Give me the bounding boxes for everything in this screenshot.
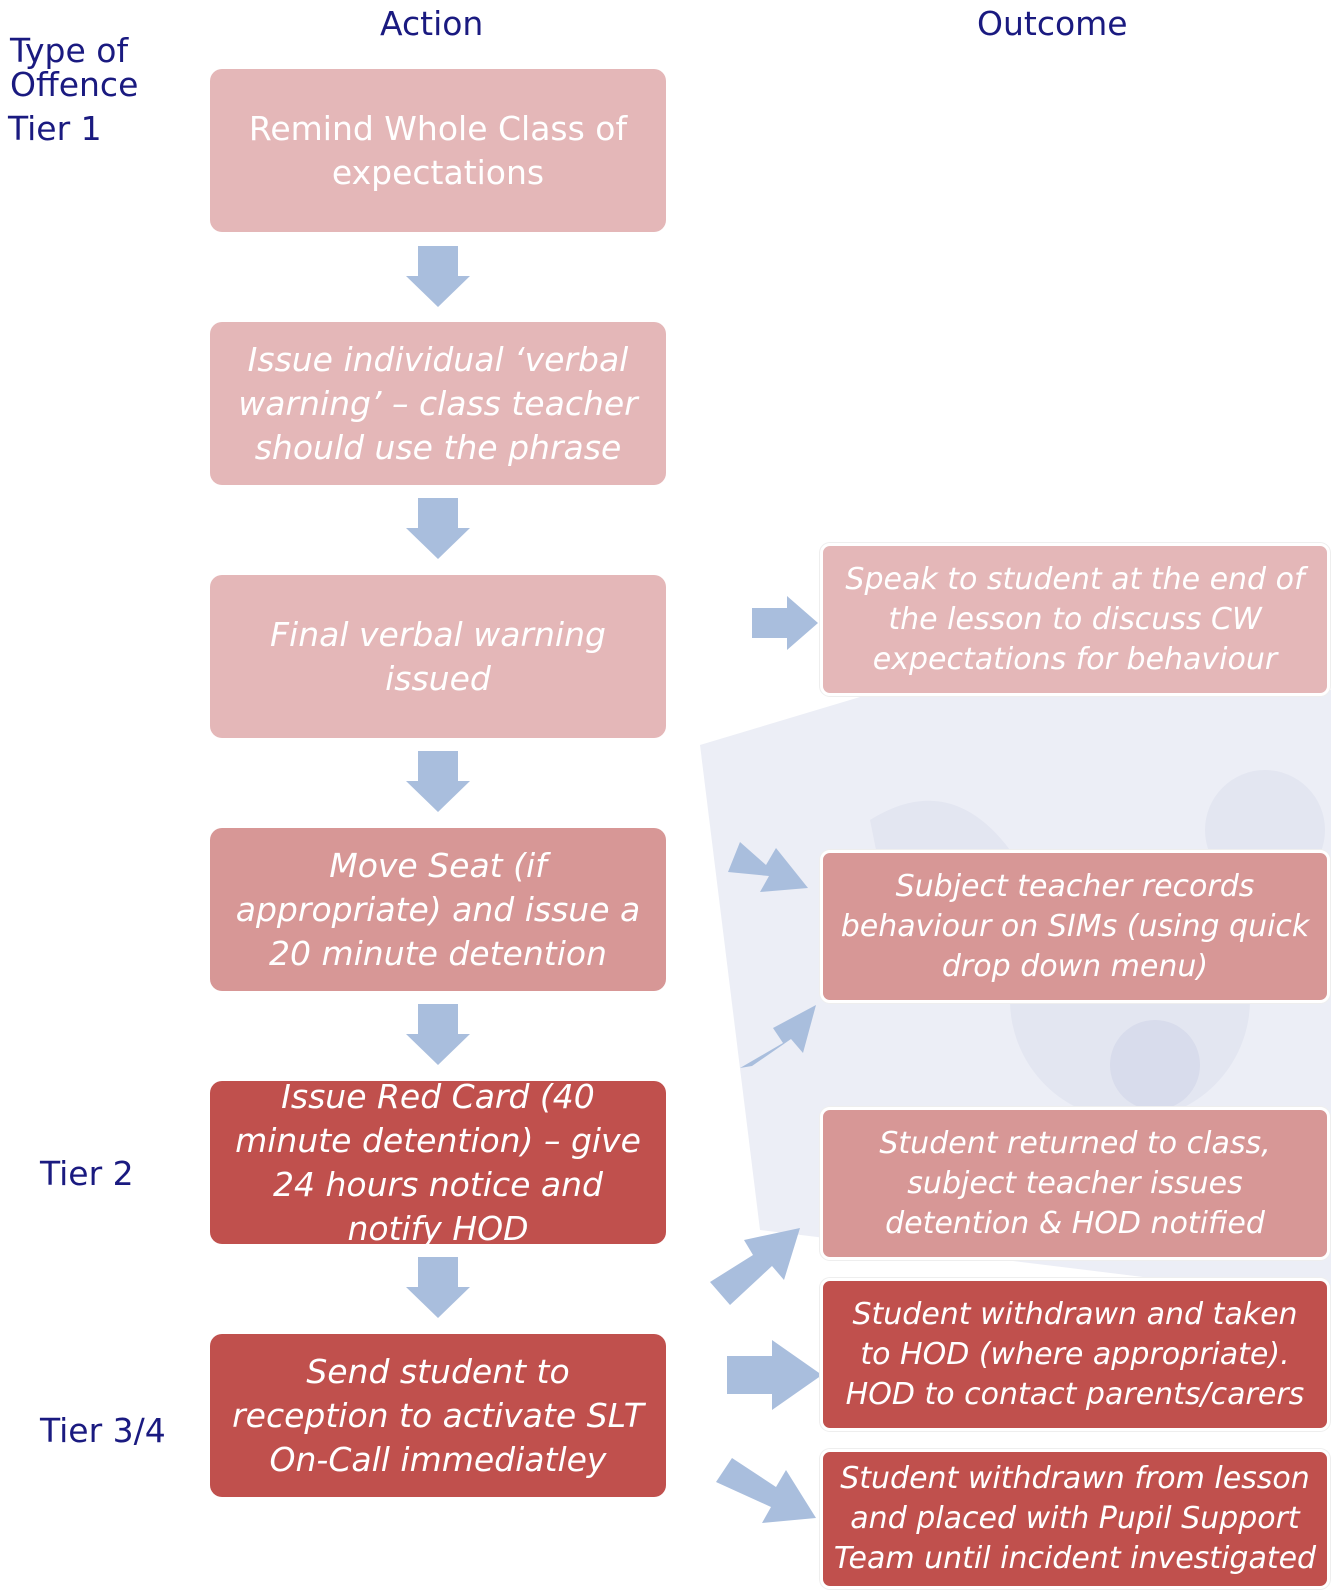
outcome-taken-to-hod: Student withdrawn and taken to HOD (wher…	[820, 1278, 1330, 1431]
outcome-pupil-support-text: Student withdrawn from lesson and placed…	[833, 1461, 1317, 1576]
diag-arrow-send-returned	[710, 1228, 800, 1305]
right-arrow-final-warning	[752, 596, 818, 650]
tier-34-label: Tier 3/4	[40, 1411, 166, 1450]
down-arrow-1	[406, 246, 470, 307]
action-red-card: Issue Red Card (40 minute detention) – g…	[210, 1077, 666, 1248]
header-outcome: Outcome	[977, 4, 1128, 43]
action-final-warning-text: Final verbal warning issued	[270, 614, 606, 698]
right-arrow-send-withdrawn	[727, 1340, 822, 1410]
action-remind-class: Remind Whole Class of expectations	[210, 69, 666, 232]
header-action: Action	[380, 4, 484, 43]
tier-2-label: Tier 2	[40, 1154, 134, 1193]
tier-1-label: Tier 1	[8, 109, 102, 148]
type-of-offence-label: Type of Offence	[10, 31, 139, 104]
action-remind-class-text: Remind Whole Class of expectations	[248, 108, 628, 192]
action-send-reception: Send student to reception to activate SL…	[210, 1334, 666, 1497]
action-red-card-text: Issue Red Card (40 minute detention) – g…	[235, 1076, 641, 1248]
action-verbal-warning: Issue individual ‘verbal warning’ – clas…	[210, 322, 666, 485]
outcome-returned-to-class: Student returned to class, subject teach…	[820, 1107, 1330, 1260]
down-arrow-4	[406, 1004, 470, 1065]
outcome-pupil-support: Student withdrawn from lesson and placed…	[820, 1449, 1330, 1589]
outcome-records-behaviour-text: Subject teacher records behaviour on SIM…	[840, 868, 1310, 984]
outcome-records-behaviour: Subject teacher records behaviour on SIM…	[820, 850, 1330, 1003]
action-move-seat-text: Move Seat (if appropriate) and issue a 2…	[235, 845, 641, 973]
down-arrow-3	[406, 751, 470, 812]
diag-arrow-send-pupil-support	[716, 1458, 816, 1523]
down-arrow-5	[406, 1257, 470, 1318]
outcome-taken-to-hod-text: Student withdrawn and taken to HOD (wher…	[845, 1296, 1305, 1412]
diag-arrow-red-card	[740, 1005, 816, 1068]
diag-arrow-move-seat	[728, 842, 808, 892]
action-final-warning: Final verbal warning issued	[210, 575, 666, 738]
action-verbal-warning-text: Issue individual ‘verbal warning’ – clas…	[238, 339, 638, 467]
action-send-reception-text: Send student to reception to activate SL…	[232, 1351, 644, 1479]
action-move-seat: Move Seat (if appropriate) and issue a 2…	[210, 828, 666, 991]
outcome-returned-to-class-text: Student returned to class, subject teach…	[879, 1125, 1271, 1241]
outcome-speak-to-student-text: Speak to student at the end of the lesso…	[845, 561, 1305, 677]
down-arrow-2	[406, 498, 470, 559]
outcome-speak-to-student: Speak to student at the end of the lesso…	[820, 543, 1330, 696]
